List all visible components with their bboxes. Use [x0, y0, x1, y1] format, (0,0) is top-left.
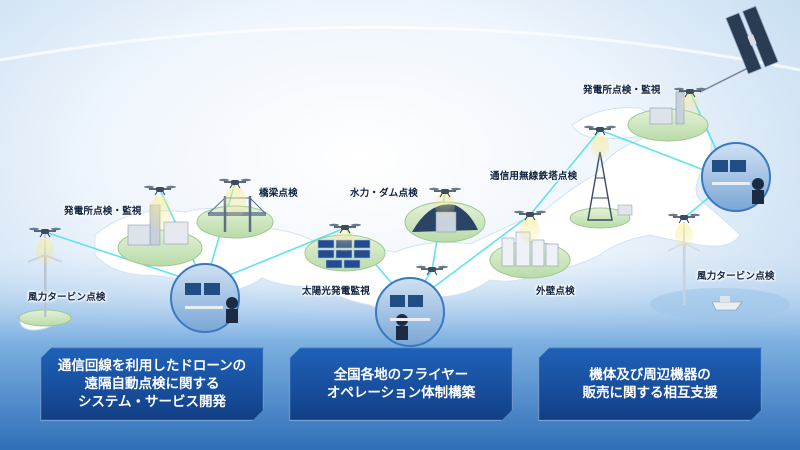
feature-box-text: 通信回線を利用したドローンの 遠隔自動点検に関する システム・サービス開発 [57, 358, 247, 410]
wind-turbine-icon [18, 234, 72, 327]
control-room-icon [375, 277, 445, 347]
label-wind-west: 風力タービン点検 [28, 292, 106, 303]
power-plant-icon [627, 91, 709, 142]
feature-box-operation-system: 全国各地のフライヤー オペレーション体制構築 [289, 347, 513, 421]
ship-icon [711, 296, 743, 311]
label-solar: 太陽光発電監視 [302, 286, 370, 297]
label-dam: 水力・ダム点検 [350, 188, 418, 199]
feature-box-text: 全国各地のフライヤー オペレーション体制構築 [326, 367, 476, 401]
label-power-plant-east: 発電所点検・監視 [583, 85, 661, 96]
control-room-icon [701, 142, 771, 212]
feature-box-system-development: 通信回線を利用したドローンの 遠隔自動点検に関する システム・サービス開発 [40, 347, 264, 421]
control-room-icon [170, 263, 240, 333]
buildings-icon [489, 216, 571, 279]
label-wind-east: 風力タービン点検 [697, 271, 775, 282]
feature-box-text: 機体及び周辺機器の 販売に関する相互支援 [582, 367, 718, 401]
tower-icon [569, 135, 633, 229]
power-plant-icon [117, 195, 203, 267]
satellite-icon [725, 5, 779, 75]
label-bridge: 橋梁点検 [259, 188, 298, 199]
label-tower: 通信用無線鉄塔点検 [490, 171, 578, 182]
bridge-icon [196, 186, 274, 239]
feature-box-sales-support: 機体及び周辺機器の 販売に関する相互支援 [538, 347, 762, 421]
solar-panel-icon [304, 228, 386, 272]
label-wall: 外壁点検 [536, 286, 575, 297]
dam-icon [404, 192, 486, 243]
label-power-plant-west: 発電所点検・監視 [64, 206, 142, 217]
